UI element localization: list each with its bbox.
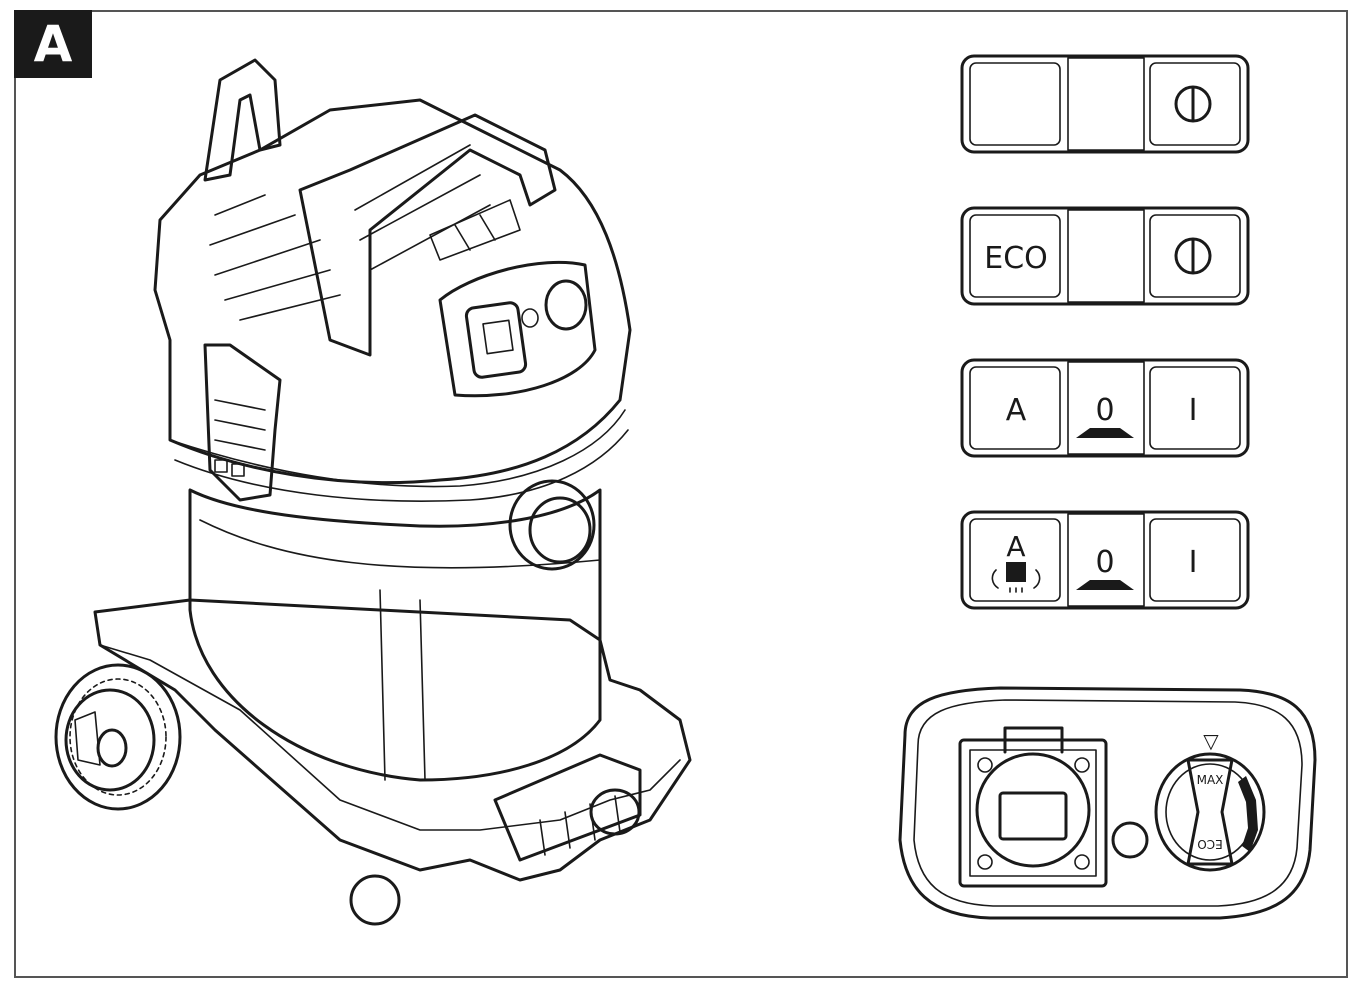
power-icon <box>1174 237 1212 275</box>
vacuum-tank <box>188 488 602 782</box>
latch-clip <box>203 343 282 502</box>
eco-dial-label: ECO <box>1197 837 1222 851</box>
auto-label: A <box>1006 530 1025 563</box>
socket-dial-panel: ▽ MAX ECO <box>898 686 1317 920</box>
vacuum-cleaner-illustration <box>54 58 692 926</box>
off-label: 0 <box>1095 393 1114 428</box>
head-switch <box>429 199 521 261</box>
rear-wheel <box>54 663 182 811</box>
power-scale-icon <box>1238 776 1258 852</box>
rocker-mark-icon <box>1076 580 1134 590</box>
base-grip <box>493 753 642 862</box>
cable-hook <box>203 58 282 182</box>
power-socket <box>958 726 1108 888</box>
figure-label: A <box>14 10 92 78</box>
max-label: MAX <box>1197 773 1224 787</box>
on-label: I <box>1189 393 1198 428</box>
switch-panel-2: ECO <box>960 206 1250 306</box>
on-label: I <box>1189 545 1198 580</box>
switch-panel-4: A 0 I <box>960 510 1250 610</box>
dial-indicator-mark: ▽ <box>1203 729 1219 753</box>
figure-frame <box>14 10 1348 978</box>
switch-panel-3: A 0 I <box>960 358 1250 458</box>
filter-cleaning-icon <box>991 562 1041 593</box>
eco-label: ECO <box>984 241 1048 276</box>
indicator-light <box>1111 821 1149 859</box>
auto-label: A <box>1006 393 1027 428</box>
castor-wheels <box>349 788 641 926</box>
hose-inlet <box>508 479 596 571</box>
rocker-mark-icon <box>1076 428 1134 438</box>
motor-head <box>153 98 632 485</box>
carry-handle <box>298 113 557 357</box>
off-label: 0 <box>1095 545 1114 580</box>
head-control-panel <box>438 260 597 398</box>
switch-panel-1 <box>960 54 1250 154</box>
power-icon <box>1174 85 1212 123</box>
suction-dial: ▽ MAX ECO <box>1154 729 1266 872</box>
